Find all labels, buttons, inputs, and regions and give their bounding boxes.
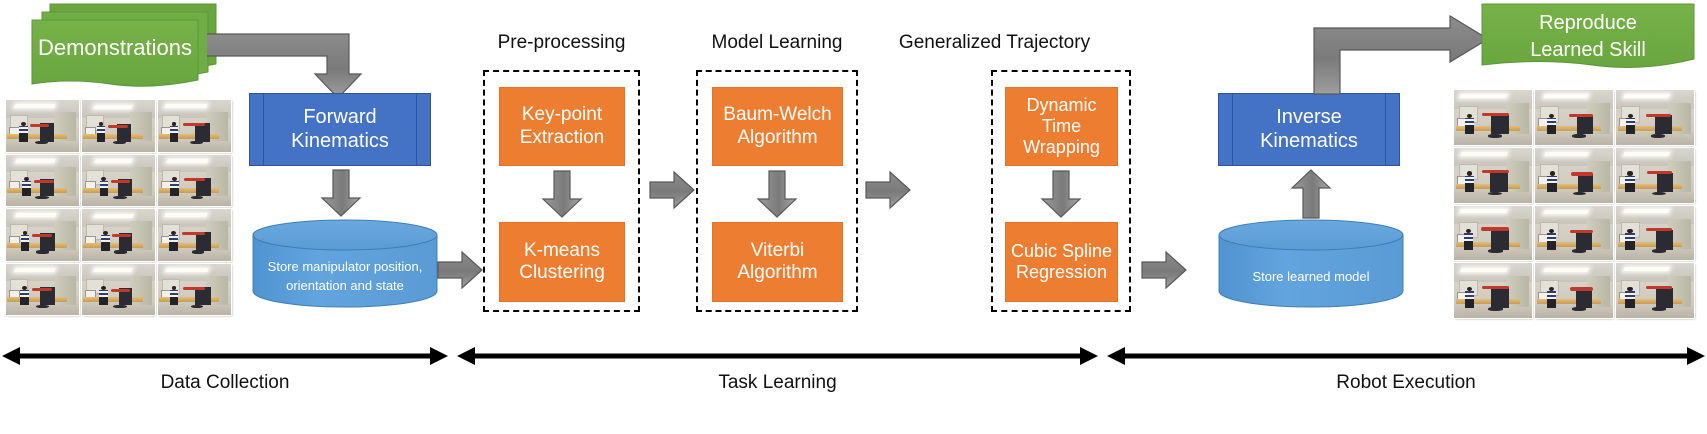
stage-title-generalized-trajectory: Generalized Trajectory [898,32,1091,53]
k-means-line2: Clustering [519,262,605,283]
store-learned-model-label: Store learned model [1252,269,1370,284]
photo-thumbnail [1616,263,1694,318]
store-learned-model-cylinder: Store learned model [1218,218,1404,308]
reproduce-learned-skill-label: Reproduce Learned Skill [1482,10,1694,64]
phase-label-task-learning: Task Learning [718,372,837,393]
photo-thumbnail [82,100,155,152]
down-arrow-dtw-to-cubic-spline [1040,169,1082,219]
flow-arrow-generalized-trajectory-to-store-learned-model [1140,250,1188,292]
photo-thumbnail [158,263,231,315]
photo-thumbnail [1454,263,1532,318]
down-arrow-forward-kinematics-to-store [320,168,362,218]
photo-thumbnail [158,209,231,261]
elbow-arrow-inverse-kinematics-to-reproduce [1300,14,1490,96]
stage-title-pre-processing: Pre-processing [497,32,626,53]
process-divider-left [263,94,264,165]
photo-thumbnail [1454,205,1532,261]
store-manipulator-line2: orientation and state [286,277,404,293]
viterbi-line1: Viterbi [750,239,805,261]
box-viterbi-algorithm: Viterbi Algorithm [712,222,843,302]
photo-thumbnail [6,209,79,261]
reproduce-line1: Reproduce [1539,12,1637,34]
flow-arrow-model-learning-to-generalized-trajectory [864,170,912,212]
reproduce-line2: Learned Skill [1530,39,1646,61]
photo-thumbnail [1454,90,1532,145]
k-means-line1: K-means [523,239,600,261]
store-manipulator-label: Store manipulator position, orientation … [252,258,438,296]
stage-group-model-learning [696,70,858,312]
forward-kinematics-label: Forward Kinematics [250,94,430,165]
box-k-means-clustering: K-means Clustering [499,222,625,302]
photo-thumbnail [1616,147,1694,203]
down-arrow-baumwelch-to-viterbi [756,169,798,219]
process-divider-left [1232,94,1233,165]
demonstrations-label: Demonstrations [37,35,193,60]
process-divider-right [416,94,417,165]
phase-span-task-learning [455,344,1100,368]
forward-kinematics-line2: Kinematics [291,129,389,152]
store-manipulator-line1: Store manipulator position, [267,259,423,274]
key-point-extraction-line1: Key-point [521,104,603,126]
photo-thumbnail [6,263,79,315]
photo-thumbnail [1535,147,1613,203]
cubic-spline-line1: Cubic Spline [1010,240,1113,261]
elbow-arrow-demonstrations-to-forward-kinematics [207,30,367,100]
forward-kinematics-line1: Forward [303,105,377,128]
box-key-point-extraction: Key-point Extraction [499,87,625,166]
stage-title-model-learning: Model Learning [711,32,843,53]
photo-thumbnail [82,263,155,315]
dtw-line2: Time [1041,115,1082,136]
flow-arrow-store-to-preprocessing [436,250,484,292]
store-manipulator-cylinder: Store manipulator position, orientation … [252,218,438,308]
phase-label-robot-execution: Robot Execution [1336,372,1476,393]
photo-thumbnail [1616,90,1694,145]
box-cubic-spline-regression: Cubic Spline Regression [1005,222,1118,302]
stage-group-generalized-trajectory [991,70,1131,312]
photo-thumbnail [1535,263,1613,318]
forward-kinematics-process-box: Forward Kinematics [249,93,431,166]
phase-span-robot-execution [1105,344,1707,368]
cubic-spline-line2: Regression [1015,262,1108,282]
photo-thumbnail [1535,90,1613,145]
robot-execution-photo-grid [1454,90,1694,318]
inverse-kinematics-label: Inverse Kinematics [1219,94,1399,165]
photo-thumbnail [158,100,231,152]
dtw-line1: Dynamic [1026,94,1097,115]
stage-group-pre-processing [483,70,640,312]
demonstration-photo-grid [6,100,231,315]
process-divider-right [1385,94,1386,165]
baum-welch-line1: Baum-Welch [723,104,832,126]
box-baum-welch-algorithm: Baum-Welch Algorithm [712,87,843,166]
phase-span-data-collection [0,344,450,368]
photo-thumbnail [1535,205,1613,261]
reproduce-learned-skill-document: Reproduce Learned Skill [1480,2,1696,74]
photo-thumbnail [1616,205,1694,261]
inverse-kinematics-line2: Kinematics [1260,129,1358,152]
down-arrow-keypoint-to-kmeans [541,169,583,219]
photo-thumbnail [1454,147,1532,203]
photo-thumbnail [6,100,79,152]
phase-label-data-collection: Data Collection [160,372,290,393]
key-point-extraction-line2: Extraction [519,126,605,148]
up-arrow-store-to-inverse-kinematics [1290,168,1332,220]
inverse-kinematics-process-box: Inverse Kinematics [1218,93,1400,166]
flow-arrow-preprocessing-to-model-learning [648,170,696,212]
box-dynamic-time-wrapping: Dynamic Time Wrapping [1005,87,1118,166]
photo-thumbnail [6,154,79,206]
inverse-kinematics-line1: Inverse [1276,105,1342,128]
photo-thumbnail [158,154,231,206]
photo-thumbnail [82,154,155,206]
dtw-line3: Wrapping [1023,137,1100,158]
viterbi-line2: Algorithm [737,262,818,283]
photo-thumbnail [82,209,155,261]
demonstrations-document-stack: Demonstrations [18,2,218,90]
baum-welch-line2: Algorithm [737,126,818,148]
